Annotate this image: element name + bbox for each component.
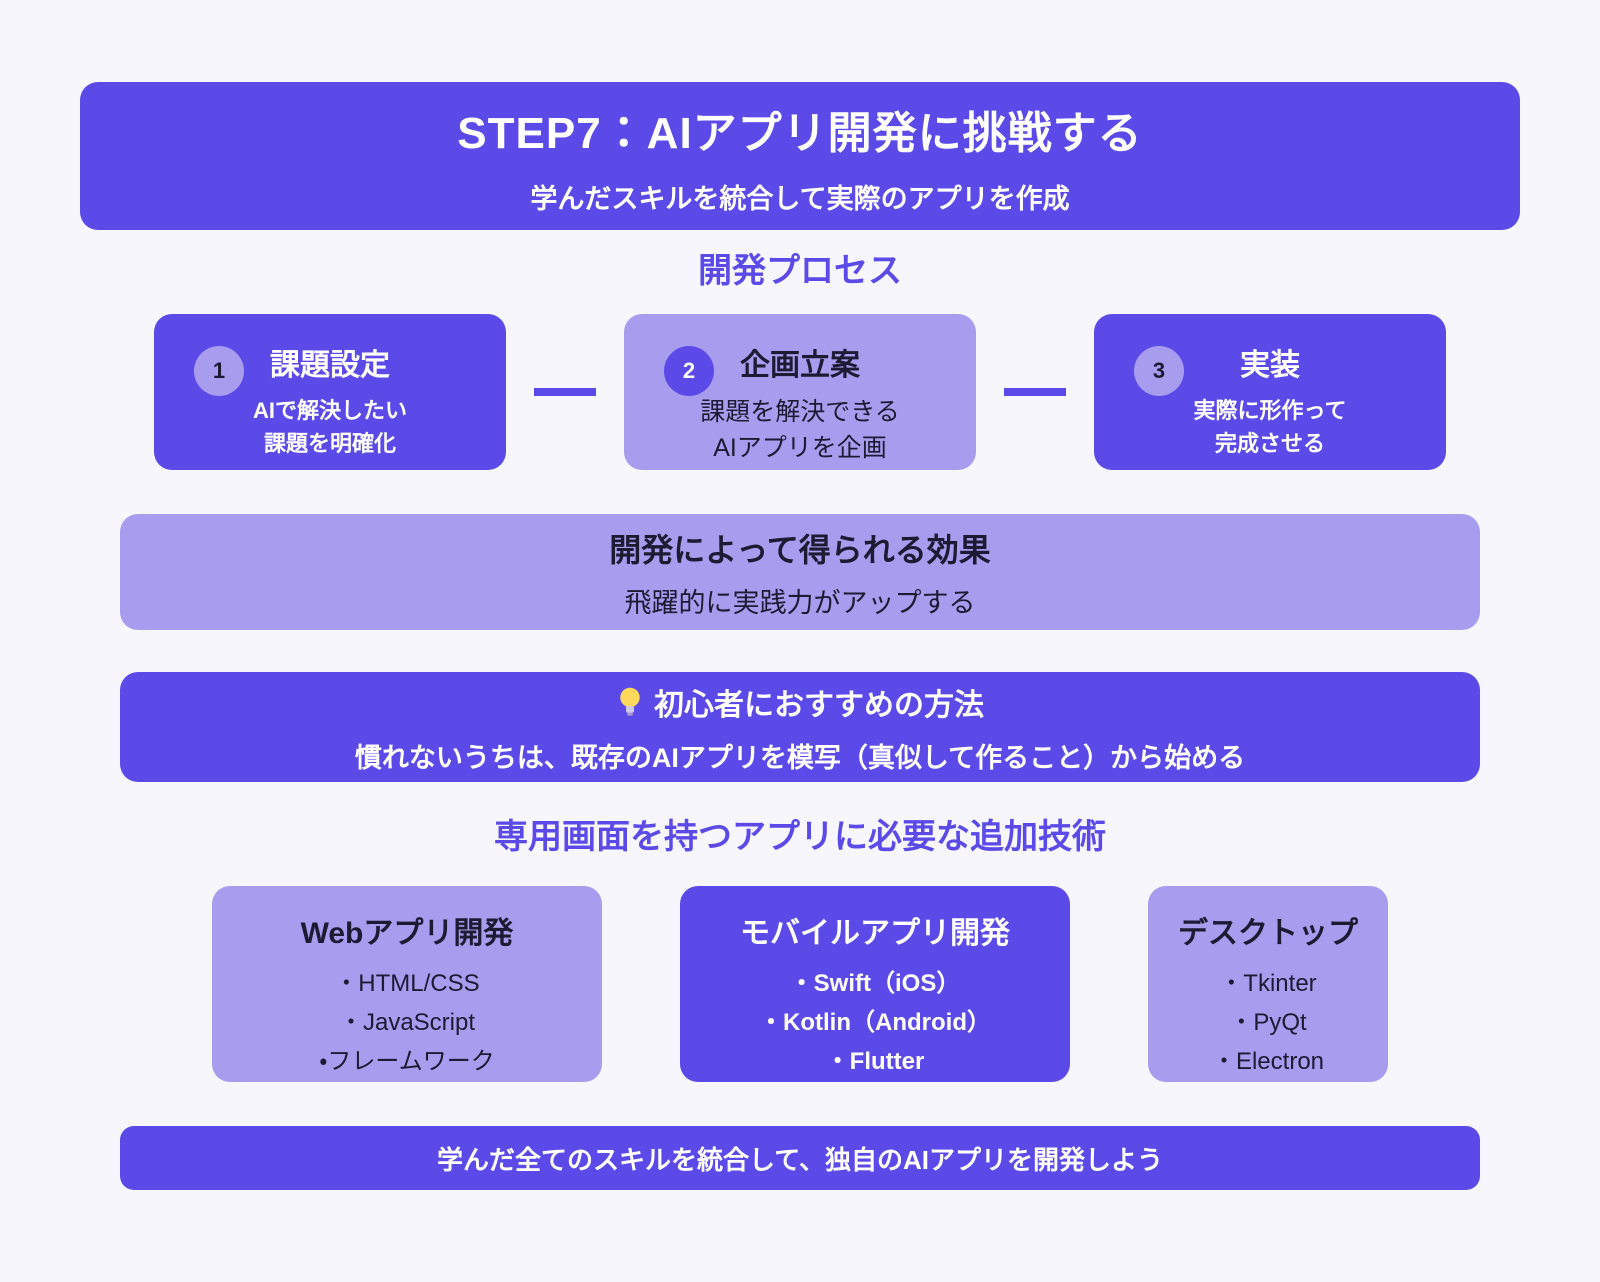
step-description-line: 完成させる	[1214, 431, 1325, 456]
header-banner: STEP7：AIアプリ開発に挑戦する 学んだスキルを統合して実際のアプリを作成	[80, 82, 1520, 230]
step-title: 実装	[1240, 349, 1300, 382]
recommend-title: 初心者におすすめの方法	[654, 688, 984, 722]
tech-item: ・Kotlin（Android）	[759, 1009, 991, 1036]
tech-row: Webアプリ開発 ・HTML/CSS ・JavaScript ・フレームワーク …	[0, 886, 1600, 1082]
footer-banner: 学んだ全てのスキルを統合して、独自のAIアプリを開発しよう	[120, 1126, 1480, 1190]
effect-title: 開発によって得られる効果	[609, 531, 991, 568]
tech-item: ・Swift（iOS）	[789, 970, 961, 997]
recommend-title-row: 初心者におすすめの方法	[616, 680, 984, 724]
tech-item: ・フレームワーク	[319, 1048, 495, 1075]
tech-item: ・HTML/CSS	[334, 970, 480, 997]
infographic-canvas: STEP7：AIアプリ開発に挑戦する 学んだスキルを統合して実際のアプリを作成 …	[0, 82, 1600, 1282]
tech-item: ・PyQt	[1229, 1009, 1307, 1036]
tech-section-title: 専用画面を持つアプリに必要な追加技術	[494, 818, 1106, 856]
tech-item: ・Electron	[1211, 1048, 1325, 1075]
step-description-line: AIで解決したい	[252, 398, 407, 423]
tech-card-title: Webアプリ開発	[300, 917, 514, 950]
step-title: 課題設定	[270, 349, 390, 382]
effect-subtitle: 飛躍的に実践力がアップする	[624, 587, 976, 618]
lightbulb-icon	[620, 687, 640, 716]
tech-card-title: モバイルアプリ開発	[740, 917, 1010, 950]
tech-card-desktop: デスクトップ ・Tkinter ・PyQt ・Electron	[1148, 886, 1388, 1082]
footer-text: 学んだ全てのスキルを統合して、独自のAIアプリを開発しよう	[437, 1144, 1163, 1175]
process-section-title: 開発プロセス	[698, 252, 902, 290]
tech-card-mobile: モバイルアプリ開発 ・Swift（iOS） ・Kotlin（Android） ・…	[680, 886, 1070, 1082]
recommend-subtitle: 慣れないうちは、既存のAIアプリを模写（真似して作ること）から始める	[354, 742, 1246, 773]
tech-item: ・JavaScript	[338, 1009, 476, 1036]
recommend-banner: 初心者におすすめの方法 慣れないうちは、既存のAIアプリを模写（真似して作ること…	[120, 672, 1480, 782]
step-description-line: 課題を明確化	[263, 431, 396, 456]
tech-item: ・Tkinter	[1219, 970, 1317, 997]
step-number-badge: 3	[1134, 346, 1184, 396]
process-row: 1 課題設定 AIで解決したい 課題を明確化 2 企画立案 課題を解決できる A…	[0, 314, 1600, 470]
step-title: 企画立案	[740, 349, 860, 382]
step-number-badge: 1	[194, 346, 244, 396]
connector-line	[534, 388, 596, 396]
step-description-line: 実際に形作って	[1193, 398, 1347, 423]
step-card-task-setting: 1 課題設定 AIで解決したい 課題を明確化	[154, 314, 506, 470]
step-description-line: AIアプリを企画	[713, 434, 887, 462]
step-card-implementation: 3 実装 実際に形作って 完成させる	[1094, 314, 1446, 470]
effect-banner: 開発によって得られる効果 飛躍的に実践力がアップする	[120, 514, 1480, 630]
step-card-planning: 2 企画立案 課題を解決できる AIアプリを企画	[624, 314, 976, 470]
step-number-badge: 2	[664, 346, 714, 396]
tech-card-title: デスクトップ	[1178, 917, 1358, 950]
step-description-line: 課題を解決できる	[700, 398, 900, 426]
connector-line	[1004, 388, 1066, 396]
page-title: STEP7：AIアプリ開発に挑戦する	[457, 108, 1143, 158]
tech-card-web: Webアプリ開発 ・HTML/CSS ・JavaScript ・フレームワーク	[212, 886, 602, 1082]
tech-item: ・Flutter	[825, 1048, 925, 1075]
page-subtitle: 学んだスキルを統合して実際のアプリを作成	[530, 183, 1070, 214]
